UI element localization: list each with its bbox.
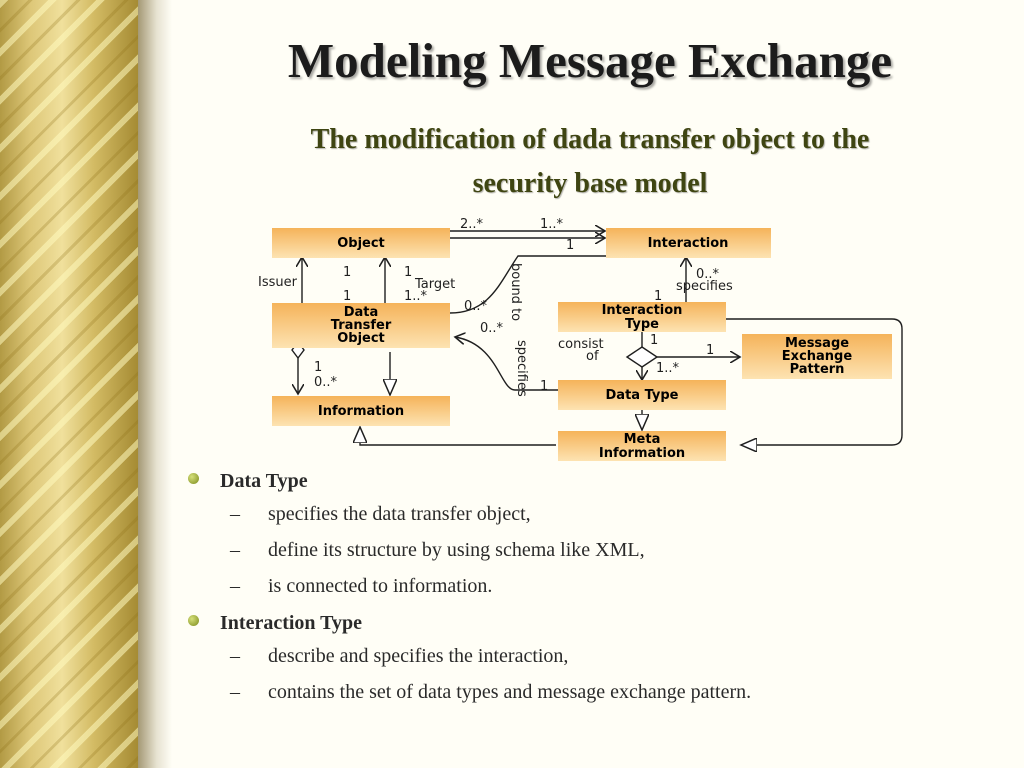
association-label: specifies bbox=[514, 340, 529, 397]
multiplicity-label: 1 bbox=[654, 289, 662, 304]
box-message-exchange-pattern: Message Exchange Pattern bbox=[742, 334, 892, 379]
box-label: Type bbox=[625, 317, 659, 332]
box-label: Information bbox=[318, 404, 404, 419]
bullet-list: Data Type – specifies the data transfer o… bbox=[186, 466, 751, 714]
slide-title: Modeling Message Exchange bbox=[287, 33, 893, 88]
association-label: consist bbox=[558, 337, 604, 352]
multiplicity-label: 1 bbox=[540, 379, 548, 394]
bullet-item-data-type: Data Type – specifies the data transfer o… bbox=[186, 466, 751, 600]
bullet-heading: Interaction Type bbox=[220, 612, 363, 634]
dash-icon: – bbox=[230, 575, 240, 597]
multiplicity-label: 0..* bbox=[696, 267, 720, 282]
role-label: Issuer bbox=[258, 275, 298, 290]
multiplicity-label: 1 bbox=[404, 265, 412, 280]
column-shadow bbox=[138, 0, 172, 768]
dash-icon: – bbox=[230, 681, 240, 703]
box-information: Information bbox=[272, 396, 450, 426]
box-label: Data bbox=[344, 305, 379, 320]
decorative-gold-column bbox=[0, 0, 138, 768]
sub-bullet-item: – specifies the data transfer object, bbox=[220, 500, 751, 528]
bullet-dot-icon bbox=[188, 473, 199, 484]
box-object: Object bbox=[272, 228, 450, 258]
dash-icon: – bbox=[230, 539, 240, 561]
subtitle-line-2: security base model bbox=[472, 168, 708, 199]
role-label: Target bbox=[414, 277, 455, 292]
box-label: Data Type bbox=[606, 388, 679, 403]
multiplicity-label: 1..* bbox=[540, 217, 564, 232]
sub-bullet-list: – specifies the data transfer object, – de… bbox=[220, 500, 751, 600]
box-label: Object bbox=[337, 331, 385, 346]
dash-icon: – bbox=[230, 503, 240, 525]
box-label: Meta bbox=[624, 432, 661, 447]
box-data-type: Data Type bbox=[558, 380, 726, 410]
sub-bullet-item: – define its structure by using schema li… bbox=[220, 536, 751, 564]
box-label: Interaction bbox=[648, 236, 729, 251]
multiplicity-label: 1..* bbox=[656, 361, 680, 376]
sub-bullet-text: contains the set of data types and messa… bbox=[268, 681, 752, 703]
box-label: Exchange bbox=[782, 349, 853, 364]
sub-bullet-text: define its structure by using schema lik… bbox=[268, 539, 645, 561]
sub-bullet-text: describe and specifies the interaction, bbox=[268, 645, 569, 667]
multiplicity-label: 1..* bbox=[404, 289, 428, 304]
box-interaction: Interaction bbox=[606, 228, 771, 258]
dash-icon: – bbox=[230, 645, 240, 667]
box-interaction-type: Interaction Type bbox=[558, 302, 726, 332]
box-label: Information bbox=[599, 446, 685, 461]
box-label: Object bbox=[337, 236, 385, 251]
sub-bullet-text: is connected to information. bbox=[268, 575, 493, 597]
slide-subtitle: The modification of dada transfer object… bbox=[210, 118, 970, 206]
association-label: specifies bbox=[676, 279, 733, 294]
uml-diagram: Object Interaction Data Transfer Object … bbox=[258, 217, 903, 461]
multiplicity-label: 1 bbox=[566, 238, 574, 253]
sub-bullet-item: – contains the set of data types and mess… bbox=[220, 678, 751, 706]
sub-bullet-text: specifies the data transfer object, bbox=[268, 503, 531, 525]
sub-bullet-item: – describe and specifies the interaction, bbox=[220, 642, 751, 670]
multiplicity-label: 2..* bbox=[460, 217, 484, 232]
bullet-dot-icon bbox=[188, 615, 199, 626]
subtitle-line-1: The modification of dada transfer object… bbox=[310, 124, 870, 155]
box-label: Transfer bbox=[331, 318, 392, 333]
box-label: Interaction bbox=[602, 303, 683, 318]
box-meta-information: Meta Information bbox=[558, 431, 726, 461]
multiplicity-label: 1 bbox=[650, 333, 658, 348]
sub-bullet-item: – is connected to information. bbox=[220, 572, 751, 600]
multiplicity-label: 1 bbox=[314, 360, 322, 375]
bullet-heading: Data Type bbox=[220, 470, 308, 492]
association-label: of bbox=[586, 349, 599, 364]
multiplicity-label: 0..* bbox=[314, 375, 338, 390]
sub-bullet-list: – describe and specifies the interaction,… bbox=[220, 642, 751, 706]
association-label: bound to bbox=[508, 263, 523, 321]
multiplicity-label: 1 bbox=[343, 289, 351, 304]
multiplicity-label: 1 bbox=[706, 343, 714, 358]
multiplicity-label: 1 bbox=[343, 265, 351, 280]
multiplicity-label: 0..* bbox=[464, 299, 488, 314]
box-label: Message bbox=[785, 336, 849, 351]
box-data-transfer-object: Data Transfer Object bbox=[272, 303, 450, 348]
box-label: Pattern bbox=[790, 362, 845, 377]
multiplicity-label: 0..* bbox=[480, 321, 504, 336]
association-labels: 2..* 1..* 1 Issuer 1 1 1 Target 1..* bou… bbox=[258, 217, 733, 397]
bullet-item-interaction-type: Interaction Type – describe and specifies… bbox=[186, 608, 751, 706]
